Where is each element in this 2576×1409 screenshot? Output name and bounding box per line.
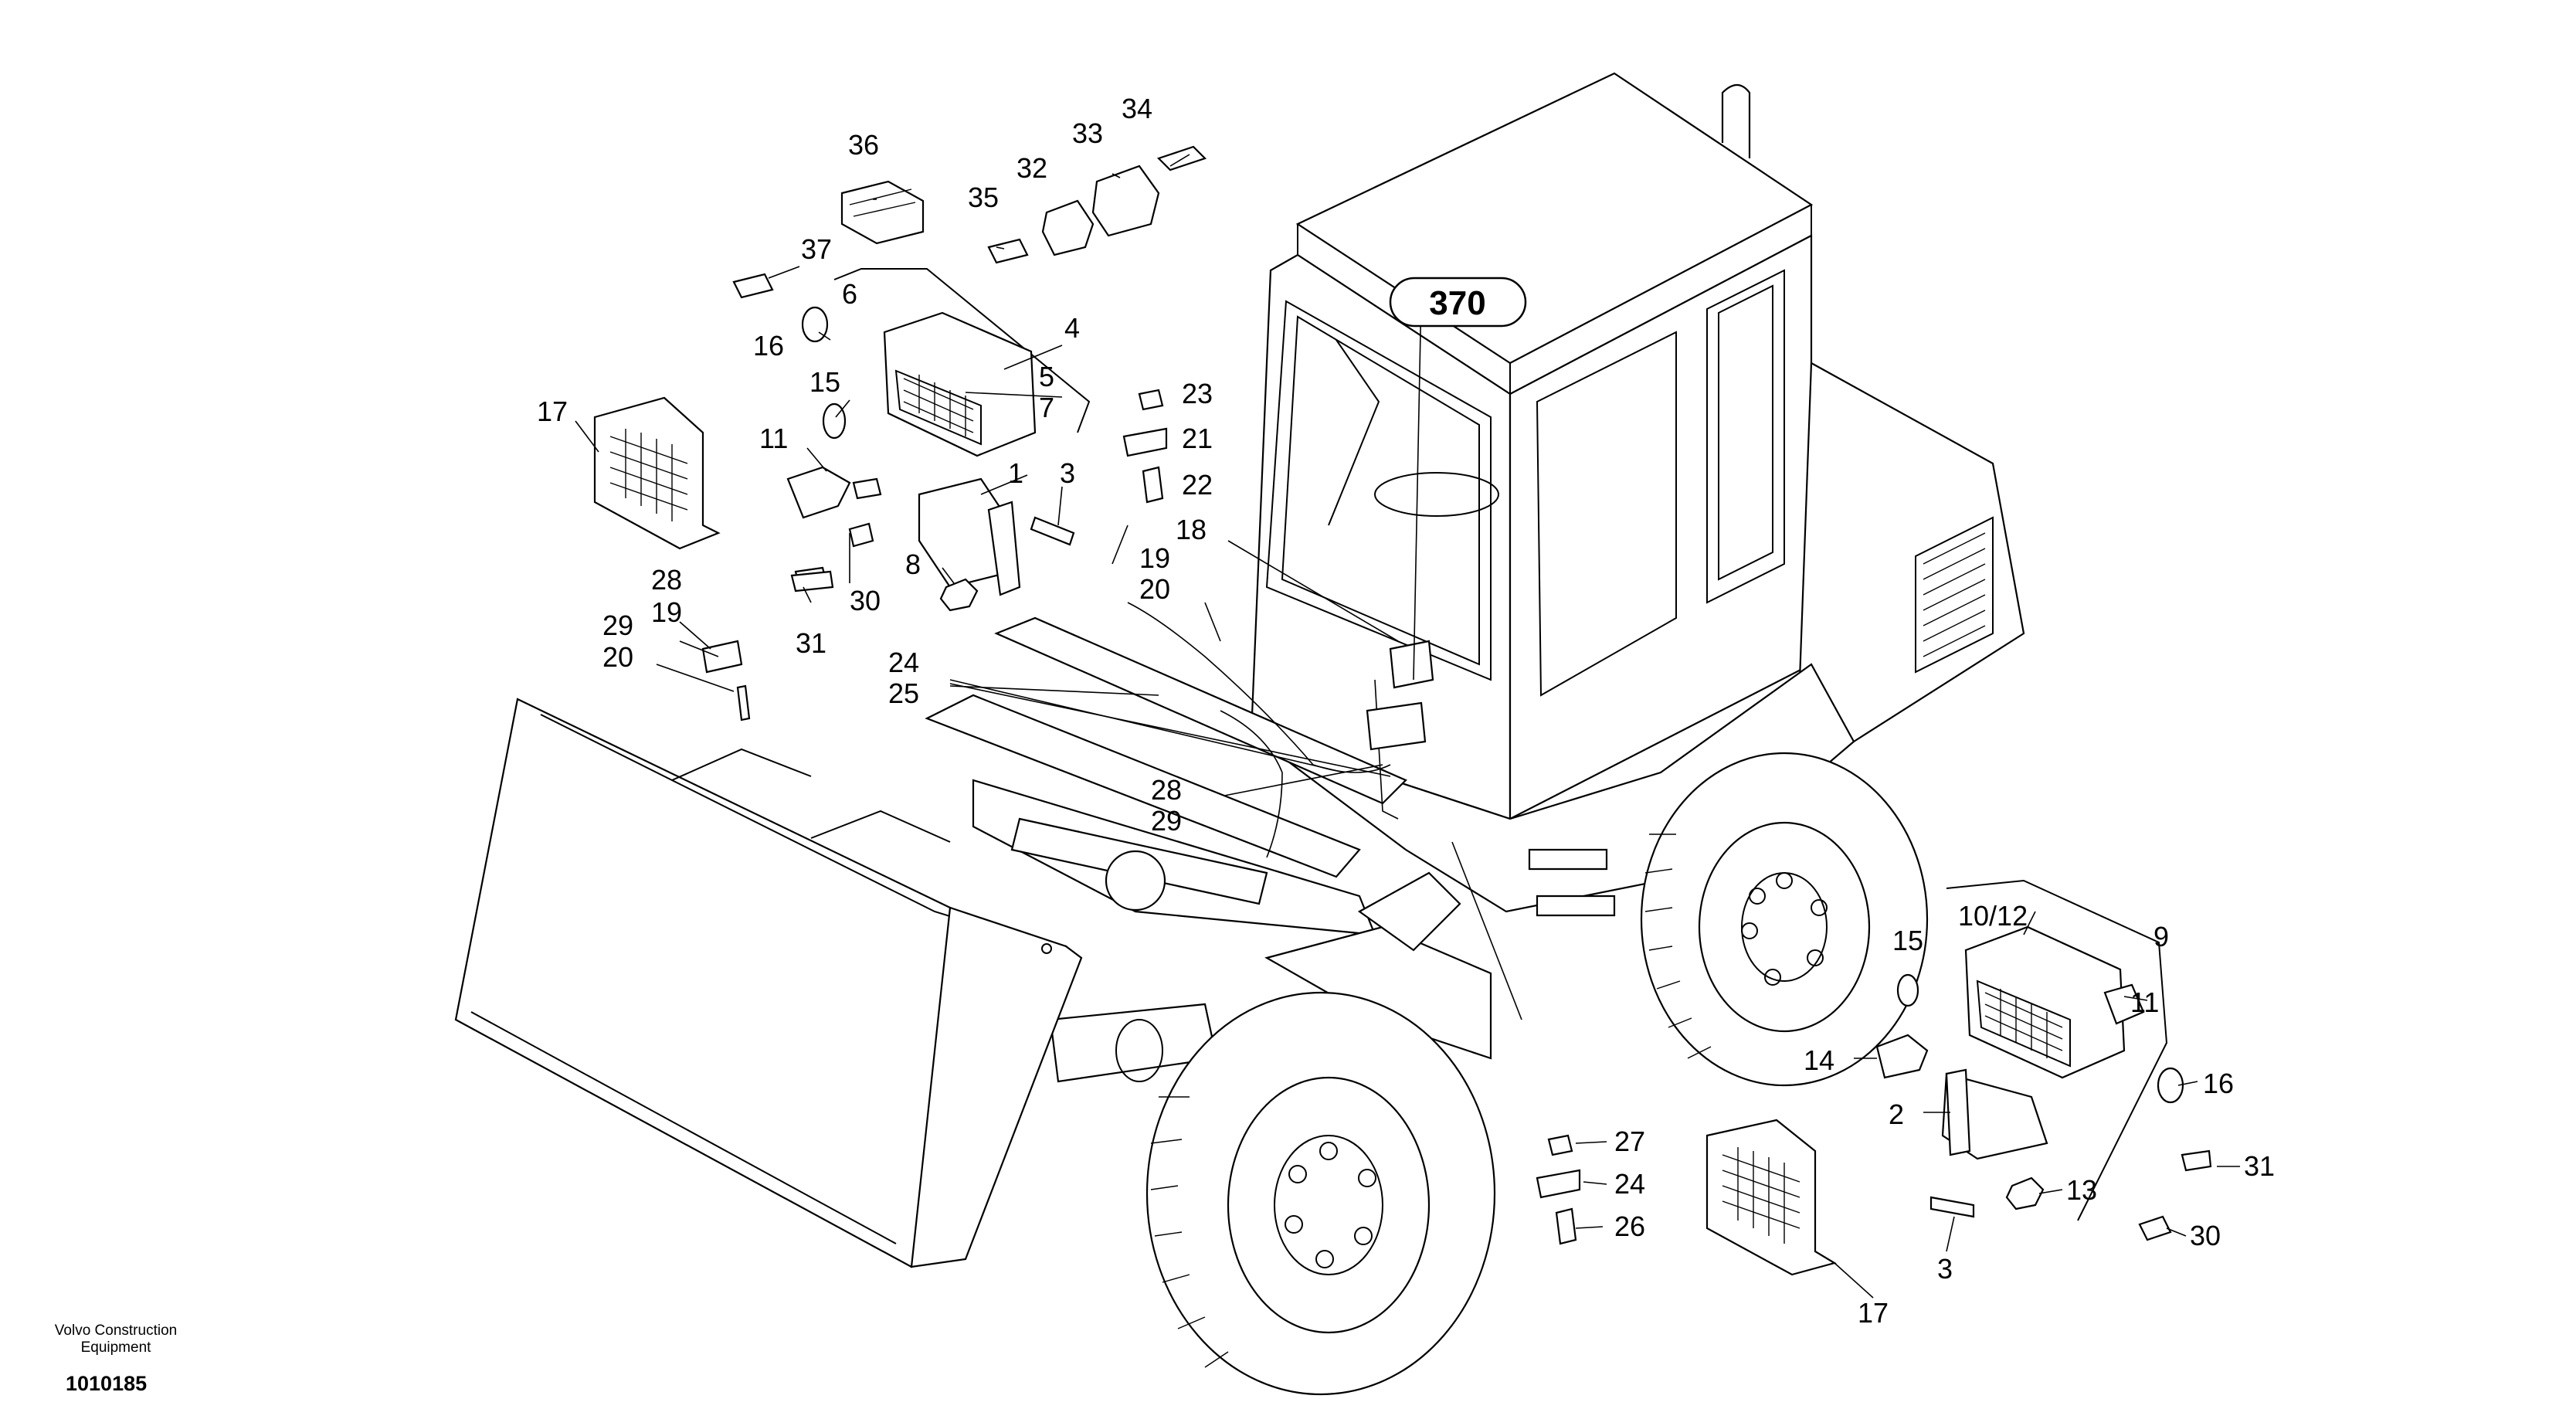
part-number-labels: 36 34 33 32 35 37 6 4 16 5 15 7 17 11 1 … — [537, 93, 2275, 1329]
label-18: 18 — [1176, 514, 1207, 545]
label-31-left: 31 — [796, 627, 826, 659]
callout-370-text: 370 — [1429, 284, 1485, 322]
label-37: 37 — [801, 233, 832, 265]
label-8: 8 — [905, 548, 921, 580]
label-24-right: 24 — [1614, 1168, 1645, 1200]
label-31-right: 31 — [2244, 1150, 2275, 1182]
brand-line-2: Equipment — [80, 1339, 151, 1356]
label-19-upper: 19 — [1139, 542, 1170, 574]
label-30-left: 30 — [850, 585, 881, 616]
label-1: 1 — [1008, 457, 1023, 489]
label-36: 36 — [848, 129, 879, 161]
document-number: 1010185 — [66, 1372, 148, 1395]
label-3-right: 3 — [1937, 1253, 1953, 1285]
label-26: 26 — [1614, 1210, 1645, 1242]
label-16-right: 16 — [2203, 1068, 2234, 1099]
label-9: 9 — [2153, 921, 2169, 952]
label-29-mid: 29 — [1151, 805, 1182, 837]
label-6: 6 — [842, 278, 857, 310]
label-16-left: 16 — [753, 330, 784, 362]
callout-370: 370 — [1389, 277, 1527, 328]
label-5: 5 — [1039, 361, 1054, 392]
label-22: 22 — [1182, 469, 1213, 501]
label-11-left: 11 — [759, 423, 788, 454]
label-23: 23 — [1182, 378, 1213, 409]
label-25: 25 — [888, 677, 919, 709]
brand-line-1: Volvo Construction — [54, 1322, 178, 1339]
label-17-right: 17 — [1858, 1297, 1889, 1329]
label-34: 34 — [1122, 93, 1152, 124]
label-28-mid: 28 — [1151, 774, 1182, 806]
label-11-right: 11 — [2130, 986, 2159, 1018]
left-work-light-group — [593, 145, 1207, 721]
label-28-left: 28 — [651, 564, 682, 596]
label-29-left: 29 — [602, 609, 633, 641]
label-10-12: 10/12 — [1958, 900, 2028, 932]
label-32: 32 — [1016, 152, 1047, 184]
label-27: 27 — [1614, 1126, 1645, 1157]
label-35: 35 — [968, 182, 999, 213]
label-33: 33 — [1072, 117, 1103, 149]
label-15-left: 15 — [809, 366, 840, 398]
right-work-light-group — [1536, 879, 2212, 1276]
wheel-loader-drawing — [454, 72, 2025, 1396]
label-15-right: 15 — [1892, 925, 1923, 956]
label-20-left: 20 — [602, 641, 633, 673]
publisher-footer: Volvo Construction Equipment 1010185 — [15, 1322, 216, 1396]
label-21: 21 — [1182, 423, 1213, 454]
label-4: 4 — [1064, 312, 1080, 344]
leader-lines — [575, 154, 2240, 1299]
label-7: 7 — [1039, 392, 1054, 423]
label-14: 14 — [1804, 1044, 1834, 1076]
label-13: 13 — [2066, 1174, 2097, 1206]
label-17-left: 17 — [537, 396, 568, 427]
label-2: 2 — [1889, 1098, 1904, 1130]
label-20-upper: 20 — [1139, 573, 1170, 605]
label-30-right: 30 — [2190, 1220, 2221, 1251]
label-19-left: 19 — [651, 596, 682, 628]
label-3-left: 3 — [1060, 457, 1075, 489]
label-24-left: 24 — [888, 647, 919, 678]
